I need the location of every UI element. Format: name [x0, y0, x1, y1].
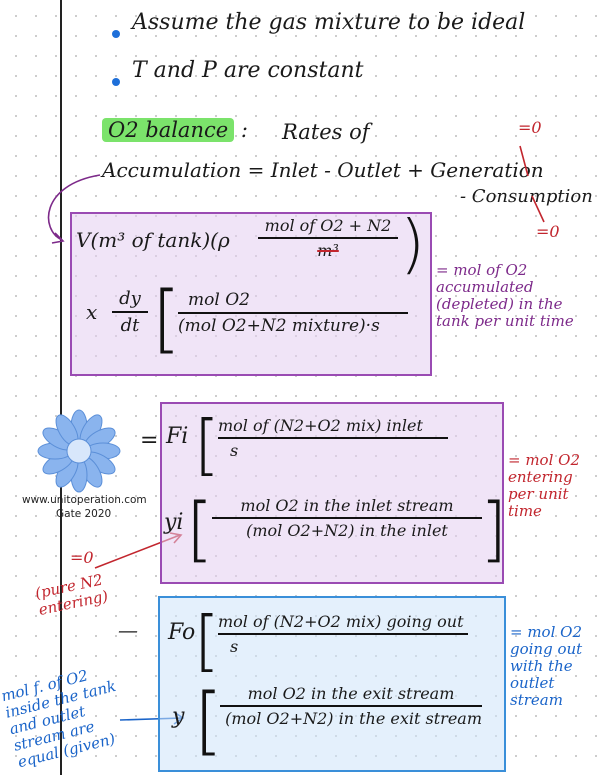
o2-balance-heading: O2 balance :: [102, 118, 248, 142]
inlet-mole-fraction-symbol: yi: [164, 510, 184, 535]
accumulation-numerator: mol O2: [188, 290, 250, 310]
outlet-y-fraction: mol O2 in the exit stream (mol O2+N2) in…: [220, 684, 482, 728]
outlet-box: [158, 596, 506, 772]
consumption-label: - Consumption: [460, 186, 593, 207]
inlet-y-bar: [212, 517, 482, 519]
accumulation-volume-term: V(m³ of tank)(ρ: [76, 228, 230, 252]
density-fraction-bar: [258, 237, 398, 239]
bullet-t-p-constant: T and P are constant: [132, 58, 364, 83]
generation-cross: [519, 145, 529, 177]
outlet-y-bracket: [: [194, 678, 223, 764]
density-fraction: mol of O2 + N2 m³: [258, 216, 398, 260]
density-numerator: mol of O2 + N2: [264, 216, 392, 235]
inlet-y-bracket: [: [186, 488, 214, 570]
inlet-flow-numerator: mol of (N2+O2 mix) inlet: [218, 416, 423, 435]
bullet-assume-ideal: Assume the gas mixture to be ideal: [132, 10, 526, 35]
outlet-y-bar: [220, 705, 482, 707]
accumulation-arrow-head: [51, 232, 65, 244]
bullet-dot-2: [112, 78, 120, 86]
o2-balance-highlight: O2 balance: [102, 118, 235, 142]
accumulation-fraction-bar: [178, 312, 408, 314]
logo-caption: Gate 2020: [56, 508, 112, 520]
outlet-flow-numerator: mol of (N2+O2 mix) going out: [218, 612, 464, 631]
inlet-box: [160, 402, 504, 584]
inlet-note: = mol O2 entering per unit time: [508, 451, 580, 520]
accumulation-open-bracket: [: [152, 276, 181, 362]
outlet-flow-symbol: Fo: [168, 620, 196, 645]
accumulation-note: = mol of O2 accumulated (depleted) in th…: [436, 261, 574, 330]
inlet-equals: =: [140, 428, 159, 453]
rates-of-label: Rates of: [282, 120, 370, 144]
density-denominator: m³: [317, 240, 339, 260]
outlet-note: = mol O2 going out with the outlet strea…: [510, 623, 583, 709]
margin-line: [60, 0, 62, 775]
heading-colon: :: [240, 118, 248, 142]
outlet-flow-bar: [218, 633, 468, 635]
inlet-y-fraction: mol O2 in the inlet stream (mol O2+N2) i…: [212, 496, 482, 540]
outlet-y-numerator: mol O2 in the exit stream: [247, 684, 455, 703]
dy-dt-bar: [112, 311, 148, 313]
inlet-flow-denominator: s: [230, 440, 239, 460]
inlet-y-numerator: mol O2 in the inlet stream: [240, 496, 454, 515]
dy-numerator: dy: [119, 288, 141, 309]
accumulation-arrow: [47, 174, 101, 241]
density-close-bracket: ): [400, 208, 425, 282]
accumulation-denominator: (mol O2+N2 mixture)·s: [178, 315, 380, 336]
balance-equation: Accumulation = Inlet - Outlet + Generati…: [102, 158, 544, 182]
outlet-minus: —: [118, 618, 138, 642]
inlet-y-close-bracket: ]: [480, 488, 508, 570]
inlet-zero: =0: [70, 548, 94, 567]
times-sign: x: [86, 300, 98, 324]
outlet-flow-denominator: s: [230, 636, 239, 656]
flower-logo-icon: [37, 409, 121, 493]
consumption-zero: =0: [536, 222, 560, 241]
bullet-dot-1: [112, 30, 120, 38]
accumulation-box: [70, 212, 432, 376]
logo-site-url: www.unitoperation.com: [22, 494, 147, 506]
outlet-flow-bracket: [: [194, 602, 220, 679]
dy-dt-fraction: dy dt: [112, 288, 148, 336]
inlet-flow-fraction: mol of (N2+O2 mix) inlet s: [218, 416, 448, 460]
inlet-flow-symbol: Fi: [166, 424, 189, 449]
inlet-y-denominator: (mol O2+N2) in the inlet: [246, 520, 448, 540]
outlet-mole-fraction-symbol: y: [172, 704, 185, 729]
accumulation-fraction: mol O2 (mol O2+N2 mixture)·s: [178, 290, 408, 336]
inlet-flow-bar: [218, 437, 448, 439]
outlet-y-denominator: (mol O2+N2) in the exit stream: [225, 708, 482, 728]
generation-zero: =0: [518, 118, 542, 137]
consumption-cross: [531, 195, 545, 223]
dt-denominator: dt: [120, 314, 140, 336]
outlet-flow-fraction: mol of (N2+O2 mix) going out s: [218, 612, 468, 656]
inlet-flow-bracket: [: [194, 406, 220, 483]
